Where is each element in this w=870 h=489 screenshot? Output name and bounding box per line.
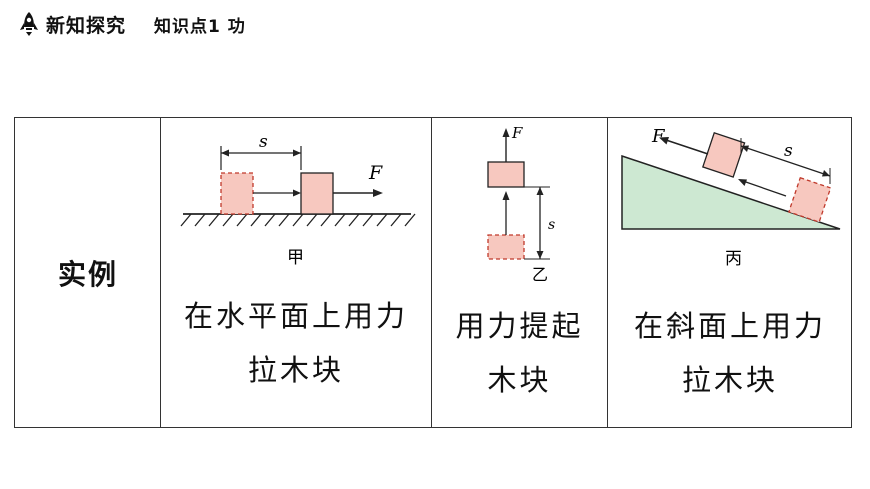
distance-arrow (740, 145, 831, 177)
figure-label: 甲 (287, 248, 304, 268)
topic-title: 知识点1 功 (154, 16, 246, 37)
force-arrow (665, 139, 709, 155)
incline-plane (621, 154, 841, 230)
column-divider (607, 118, 608, 427)
force-label: F (651, 126, 666, 147)
block-end (300, 172, 334, 215)
force-label: F (511, 124, 523, 142)
rocket-icon (20, 12, 38, 36)
ground-hatching (180, 213, 416, 227)
figure-label: 丙 (725, 249, 742, 269)
caption-line-2: 拉木块 (247, 353, 344, 387)
page-header: 新知探究 知识点1 功 (18, 8, 246, 40)
force-label: F (368, 162, 383, 184)
block-end (487, 161, 525, 188)
block-start (220, 172, 254, 215)
caption-line-1: 用力提起 (455, 309, 584, 343)
column-divider (160, 118, 161, 427)
column-divider (431, 118, 432, 427)
example-vertical: F s 乙 用力提起 木块 (432, 118, 607, 427)
figure-label: 乙 (532, 265, 548, 284)
row-label: 实例 (57, 257, 118, 291)
example-horizontal: s F 甲 在水平面上用力 拉木块 (161, 118, 431, 427)
caption-line-2: 拉木块 (681, 363, 778, 397)
distance-label: s (548, 217, 555, 233)
block-start (788, 176, 832, 223)
examples-table: 实例 (14, 117, 852, 428)
vertical-lift-figure: F s 乙 (487, 124, 555, 284)
horizontal-pull-figure: s F 甲 (180, 132, 416, 268)
distance-label: s (259, 132, 268, 152)
caption-line-2: 木块 (487, 363, 552, 397)
caption-line-1: 在水平面上用力 (183, 299, 408, 333)
block-end (702, 131, 746, 178)
section-title: 新知探究 (46, 14, 127, 37)
example-incline: F s 丙 在斜面上用力 拉木块 (608, 118, 852, 427)
incline-pull-figure: F s 丙 (621, 126, 841, 269)
block-start (487, 234, 525, 260)
caption-line-1: 在斜面上用力 (633, 309, 826, 343)
distance-label: s (784, 141, 793, 161)
